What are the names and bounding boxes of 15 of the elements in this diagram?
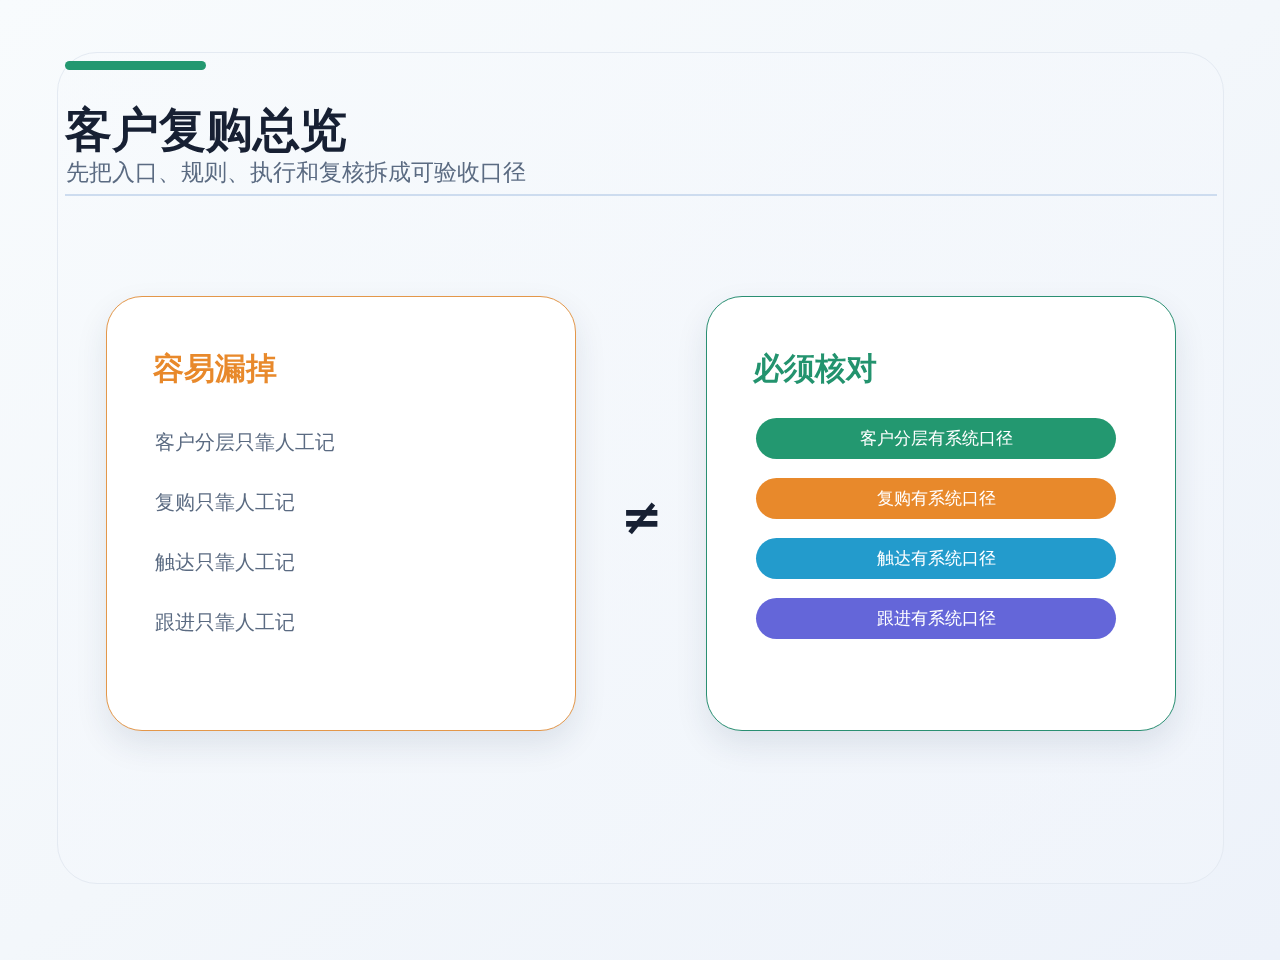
tag-pill: 跟进有系统口径 bbox=[756, 598, 1116, 639]
page-title: 客户复购总览 bbox=[65, 102, 347, 158]
card-panel bbox=[706, 296, 1176, 731]
not-equal-sign: ≠ bbox=[621, 489, 661, 545]
card-panel bbox=[106, 296, 576, 731]
tag-pill: 客户分层有系统口径 bbox=[756, 418, 1116, 459]
item-text: 客户分层只靠人工记 bbox=[155, 429, 335, 456]
card-heading: 容易漏掉 bbox=[153, 349, 277, 388]
tag-pill: 触达有系统口径 bbox=[756, 538, 1116, 579]
tag-pill: 复购有系统口径 bbox=[756, 478, 1116, 519]
item-text: 跟进只靠人工记 bbox=[155, 609, 296, 636]
item-text: 触达只靠人工记 bbox=[155, 549, 296, 576]
subtitle-text: 先把入口、规则、执行和复核拆成可验收口径 bbox=[66, 158, 526, 187]
card-heading: 必须核对 bbox=[753, 349, 877, 388]
item-text: 复购只靠人工记 bbox=[155, 489, 296, 516]
